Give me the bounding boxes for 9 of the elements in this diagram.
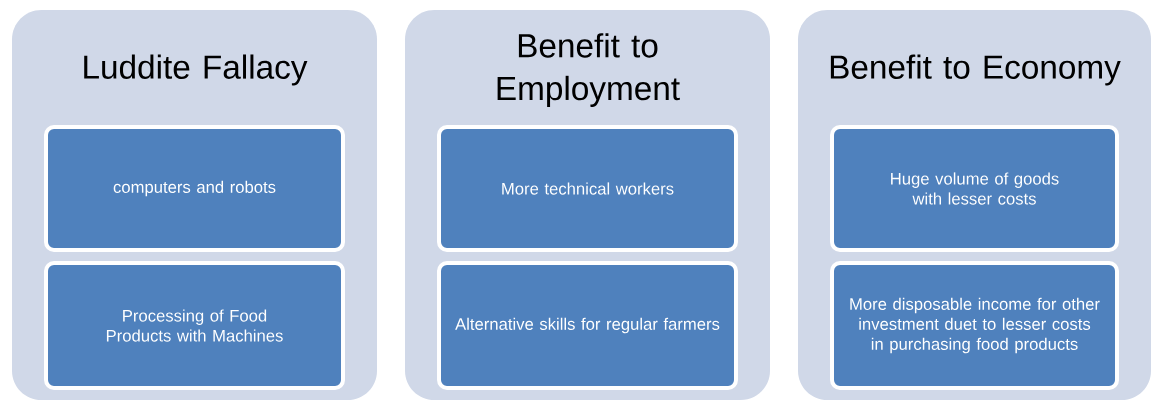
text-box: More technical workers <box>437 125 738 252</box>
heading: Luddite Fallacy <box>84 54 308 86</box>
heading: Benefit to Economy <box>830 54 1121 86</box>
text-box: computers and robots <box>44 125 345 252</box>
text-box: Processing of Food Products with Machines <box>44 261 345 390</box>
heading: Benefit to Employment <box>497 33 680 107</box>
text-box: Huge volume of goods with lesser costs <box>830 125 1119 252</box>
text-box: More disposable income for other investment duet to lesser costs in purchasing food products <box>830 261 1119 390</box>
text-box: Alternative skills for regular farmers <box>437 261 738 390</box>
